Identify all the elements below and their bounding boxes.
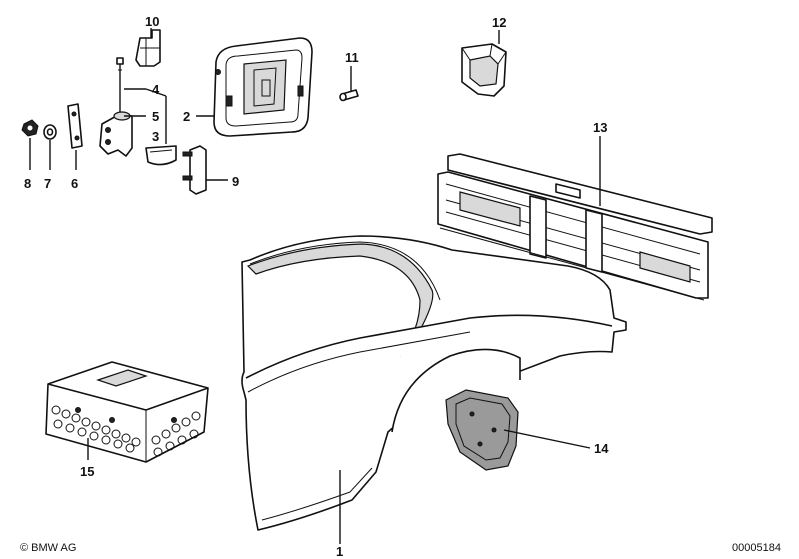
label-5: 5 [152,109,159,124]
part-5-bracket [99,111,133,157]
part-13-rear-panel [437,153,713,301]
label-2: 2 [183,109,190,124]
part-14-insulation [445,389,519,471]
label-13: 13 [593,120,607,135]
part-11-pin [339,89,359,102]
label-4: 4 [152,82,160,97]
label-12: 12 [492,15,506,30]
part-9-hinge [182,145,207,195]
part-6-plate [67,103,83,149]
part-8-nut [21,119,39,137]
leader-lines [29,28,601,544]
label-15: 15 [80,464,94,479]
part-1-side-panel [241,235,627,531]
label-3: 3 [152,129,159,144]
part-12-clip [461,43,507,97]
label-11: 11 [345,50,359,65]
part-labels: 10 4 5 2 3 11 12 13 9 8 7 6 14 15 1 [24,14,609,559]
label-14: 14 [594,441,609,456]
label-9: 9 [232,174,239,189]
part-3-clip [145,145,177,166]
label-1: 1 [336,544,343,559]
label-6: 6 [71,176,78,191]
label-10: 10 [145,14,159,29]
label-7: 7 [44,176,51,191]
part-7-washer [43,124,57,140]
part-2-filler-flap [213,37,313,137]
part-4-bolt [116,57,124,112]
part-10-clip [135,29,161,67]
copyright-text: © BMW AG [20,542,76,554]
part-15-box [45,361,209,463]
diagram-code: 00005184 [732,542,781,554]
label-8: 8 [24,176,31,191]
